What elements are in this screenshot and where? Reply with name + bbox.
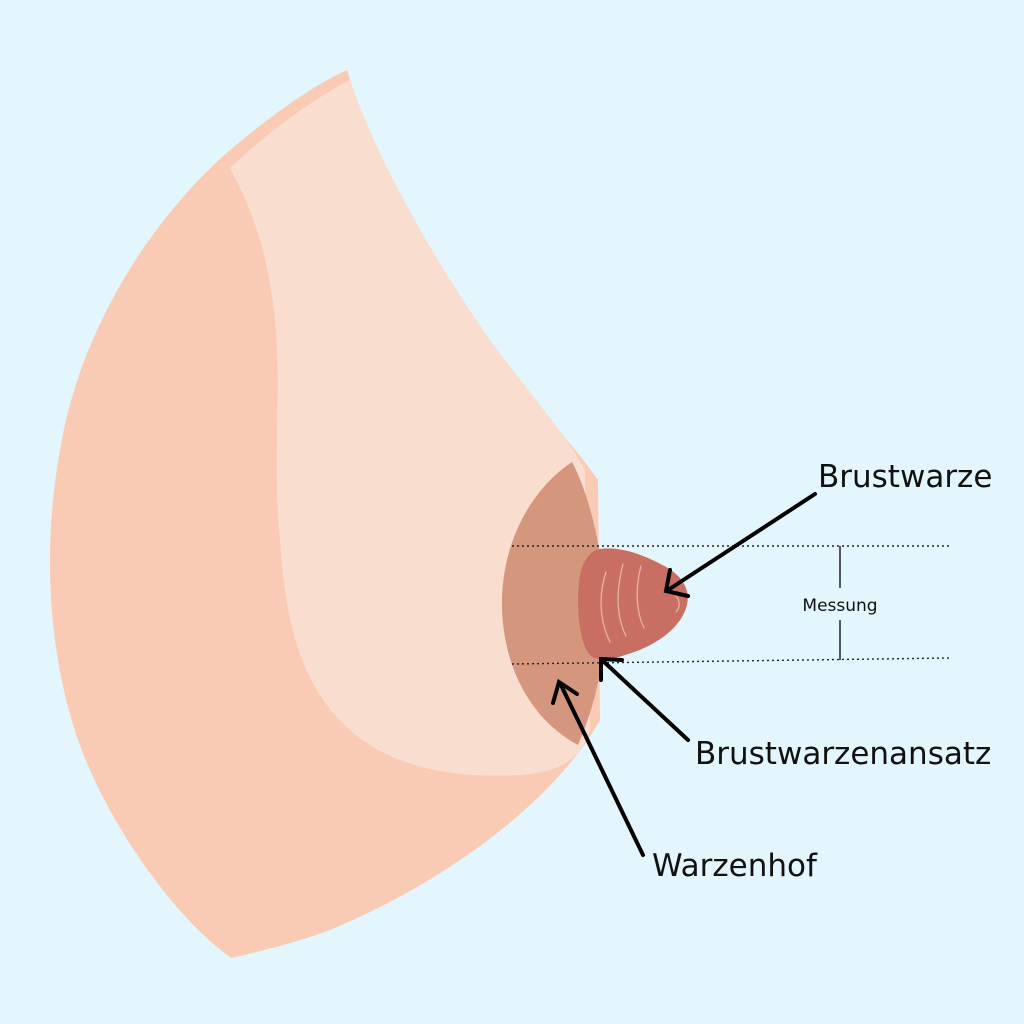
breast-highlight <box>230 80 590 776</box>
measurement-label: Messung <box>802 596 877 616</box>
nipple-skin-lines <box>600 563 680 643</box>
label-areola: Warzenhof <box>652 848 818 884</box>
measure-line-bottom <box>511 657 951 665</box>
arrow-areola <box>551 678 645 857</box>
areola-shape <box>501 462 605 745</box>
arrow-nipple-base <box>599 656 690 742</box>
nipple-shape <box>578 548 688 660</box>
label-nipple-base: Brustwarzenansatz <box>695 736 991 772</box>
label-nipple: Brustwarze <box>818 459 992 495</box>
arrow-nipple <box>663 492 817 598</box>
